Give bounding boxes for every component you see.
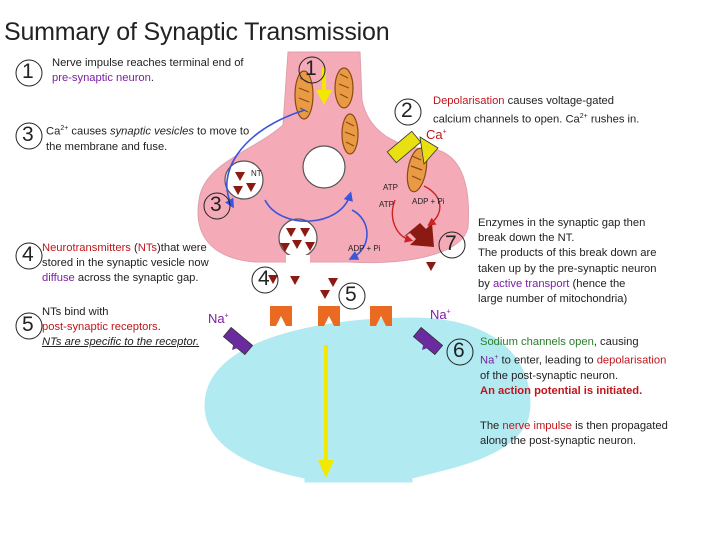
cycle-arrow bbox=[348, 209, 368, 260]
post-synaptic-receptors bbox=[270, 306, 392, 326]
step-5-text: NTs bind with post-synaptic receptors. N… bbox=[42, 306, 200, 349]
step-3-text: Ca2+ causes synaptic vesicles to move to… bbox=[46, 125, 250, 153]
step-2-text: Depolarisation causes voltage-gated calc… bbox=[433, 95, 640, 126]
sodium-channel-right bbox=[412, 326, 444, 356]
diagram-number-6: 6 bbox=[453, 339, 465, 362]
step-number-1: 1 bbox=[22, 60, 34, 83]
atp-arrow bbox=[423, 185, 441, 226]
atp-arrow-2 bbox=[391, 199, 414, 243]
diagram-number-7: 7 bbox=[445, 232, 457, 255]
adp-pi-label-right: ADP + Pi bbox=[412, 197, 445, 206]
nt-label: NT bbox=[251, 169, 262, 178]
step-7-text: Enzymes in the synaptic gap then break d… bbox=[478, 217, 657, 306]
diagram-number-3: 3 bbox=[210, 193, 222, 216]
atp-label-1: ATP bbox=[383, 183, 398, 192]
diagram-number-5: 5 bbox=[345, 283, 357, 306]
sodium-channel-left bbox=[222, 326, 254, 356]
calcium-channel bbox=[386, 130, 439, 165]
transport-arrow bbox=[402, 223, 434, 247]
page-title: Summary of Synaptic Transmission bbox=[4, 18, 390, 46]
diagram-number-2: 2 bbox=[401, 99, 413, 122]
step-6-text-continued: The nerve impulse is then propagated alo… bbox=[480, 420, 668, 448]
atp-label-2: ATP bbox=[379, 200, 394, 209]
nt-vesicle bbox=[224, 160, 264, 200]
step-1-text: Nerve impulse reaches terminal end of pr… bbox=[52, 57, 244, 85]
sodium-ion-label-left: Na+ bbox=[208, 311, 229, 326]
step-number-4: 4 bbox=[22, 243, 34, 266]
vesicle-path-arrow bbox=[224, 109, 306, 209]
step-number-5: 5 bbox=[22, 313, 34, 336]
empty-vesicle bbox=[302, 145, 346, 189]
impulse-arrow-pre bbox=[316, 68, 332, 105]
step-number-3: 3 bbox=[22, 123, 34, 146]
sodium-ion-label-right: Na+ bbox=[430, 307, 451, 322]
step-4-text: Neurotransmitters (NTs)that were stored … bbox=[42, 242, 209, 285]
diagram-number-4: 4 bbox=[258, 267, 270, 290]
calcium-ion-label: Ca+ bbox=[426, 127, 447, 142]
adp-pi-label-bottom: ADP + Pi bbox=[348, 244, 381, 253]
vesicle-return-arrow bbox=[264, 191, 353, 222]
diagram-number-1: 1 bbox=[305, 57, 317, 80]
impulse-arrow-post bbox=[318, 345, 334, 478]
neurotransmitter-group bbox=[233, 172, 436, 299]
step-6-text: Sodium channels open, causing Na+ to ent… bbox=[480, 336, 667, 398]
